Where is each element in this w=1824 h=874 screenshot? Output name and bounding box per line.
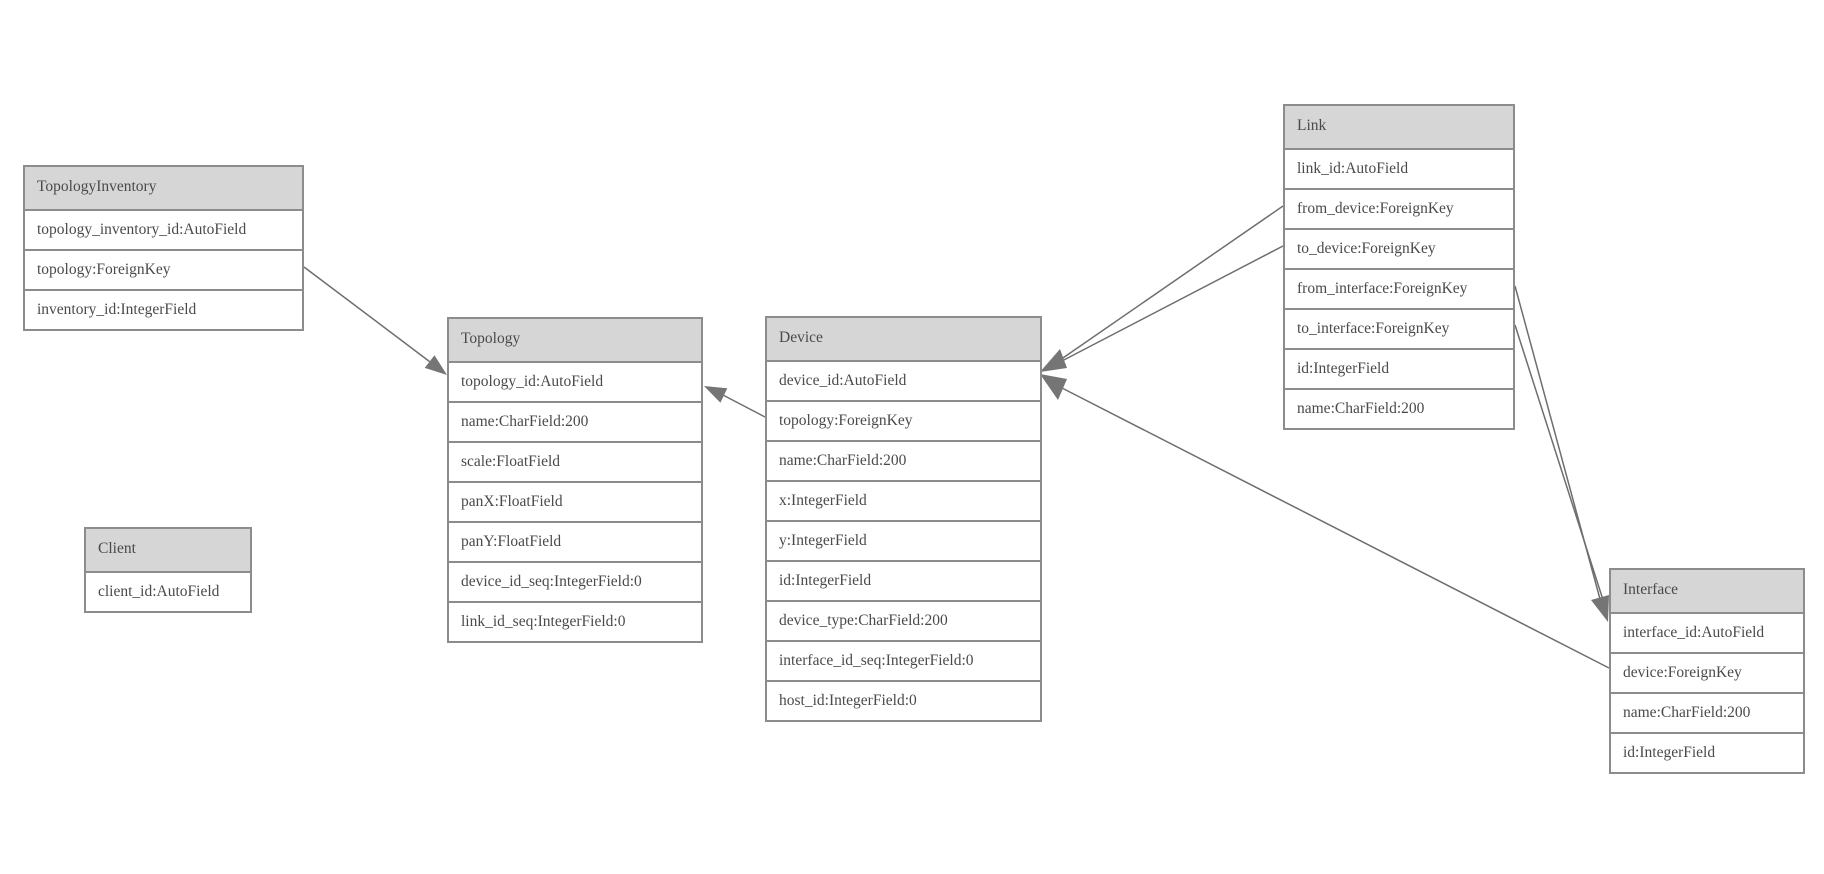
line-link-to-device [1059,245,1284,363]
line-interface-device [1061,387,1610,669]
field-row: from_device:ForeignKey [1285,188,1513,228]
field-row: to_interface:ForeignKey [1285,308,1513,348]
field-row: name:CharField:200 [1611,692,1803,732]
entity-topology: Topology topology_id:AutoField name:Char… [447,317,703,643]
field-row: name:CharField:200 [767,440,1040,480]
entity-topologyinventory: TopologyInventory topology_inventory_id:… [23,165,304,331]
entity-link: Link link_id:AutoField from_device:Forei… [1283,104,1515,430]
field-row: x:IntegerField [767,480,1040,520]
line-device-topology [723,394,766,418]
field-row: device_type:CharField:200 [767,600,1040,640]
entity-title: Client [86,529,250,571]
field-row: id:IntegerField [1285,348,1513,388]
entity-client: Client client_id:AutoField [84,527,252,613]
field-row: id:IntegerField [1611,732,1803,772]
field-row: link_id_seq:IntegerField:0 [449,601,701,641]
entity-title: Link [1285,106,1513,148]
field-row: device_id_seq:IntegerField:0 [449,561,701,601]
field-row: inventory_id:IntegerField [25,289,302,329]
entity-device: Device device_id:AutoField topology:Fore… [765,316,1042,722]
field-row: interface_id_seq:IntegerField:0 [767,640,1040,680]
field-row: panX:FloatField [449,481,701,521]
field-row: interface_id:AutoField [1611,612,1803,652]
entity-interface: Interface interface_id:AutoField device:… [1609,568,1805,774]
entity-title: Topology [449,319,701,361]
field-row: name:CharField:200 [449,401,701,441]
entity-title: Interface [1611,570,1803,612]
line-topologyinventory-topology [303,266,431,363]
field-row: from_interface:ForeignKey [1285,268,1513,308]
field-row: device:ForeignKey [1611,652,1803,692]
entity-title: Device [767,318,1040,360]
field-row: client_id:AutoField [86,571,250,611]
field-row: topology:ForeignKey [25,249,302,289]
arrowhead-interface-device [1040,374,1067,400]
field-row: name:CharField:200 [1285,388,1513,428]
arrowhead-link-interface [1591,595,1609,622]
arrowhead-topologyinventory-topology [424,355,447,375]
entity-title: TopologyInventory [25,167,302,209]
field-row: topology_id:AutoField [449,361,701,401]
field-row: id:IntegerField [767,560,1040,600]
field-row: scale:FloatField [449,441,701,481]
field-row: to_device:ForeignKey [1285,228,1513,268]
line-link-to-interface [1514,324,1605,604]
field-row: link_id:AutoField [1285,148,1513,188]
field-row: topology_inventory_id:AutoField [25,209,302,249]
field-row: topology:ForeignKey [767,400,1040,440]
field-row: y:IntegerField [767,520,1040,560]
arrowhead-device-topology [704,386,728,403]
arrowhead-link-device [1040,349,1067,372]
line-link-from-device [1059,205,1284,361]
field-row: device_id:AutoField [767,360,1040,400]
field-row: panY:FloatField [449,521,701,561]
field-row: host_id:IntegerField:0 [767,680,1040,720]
